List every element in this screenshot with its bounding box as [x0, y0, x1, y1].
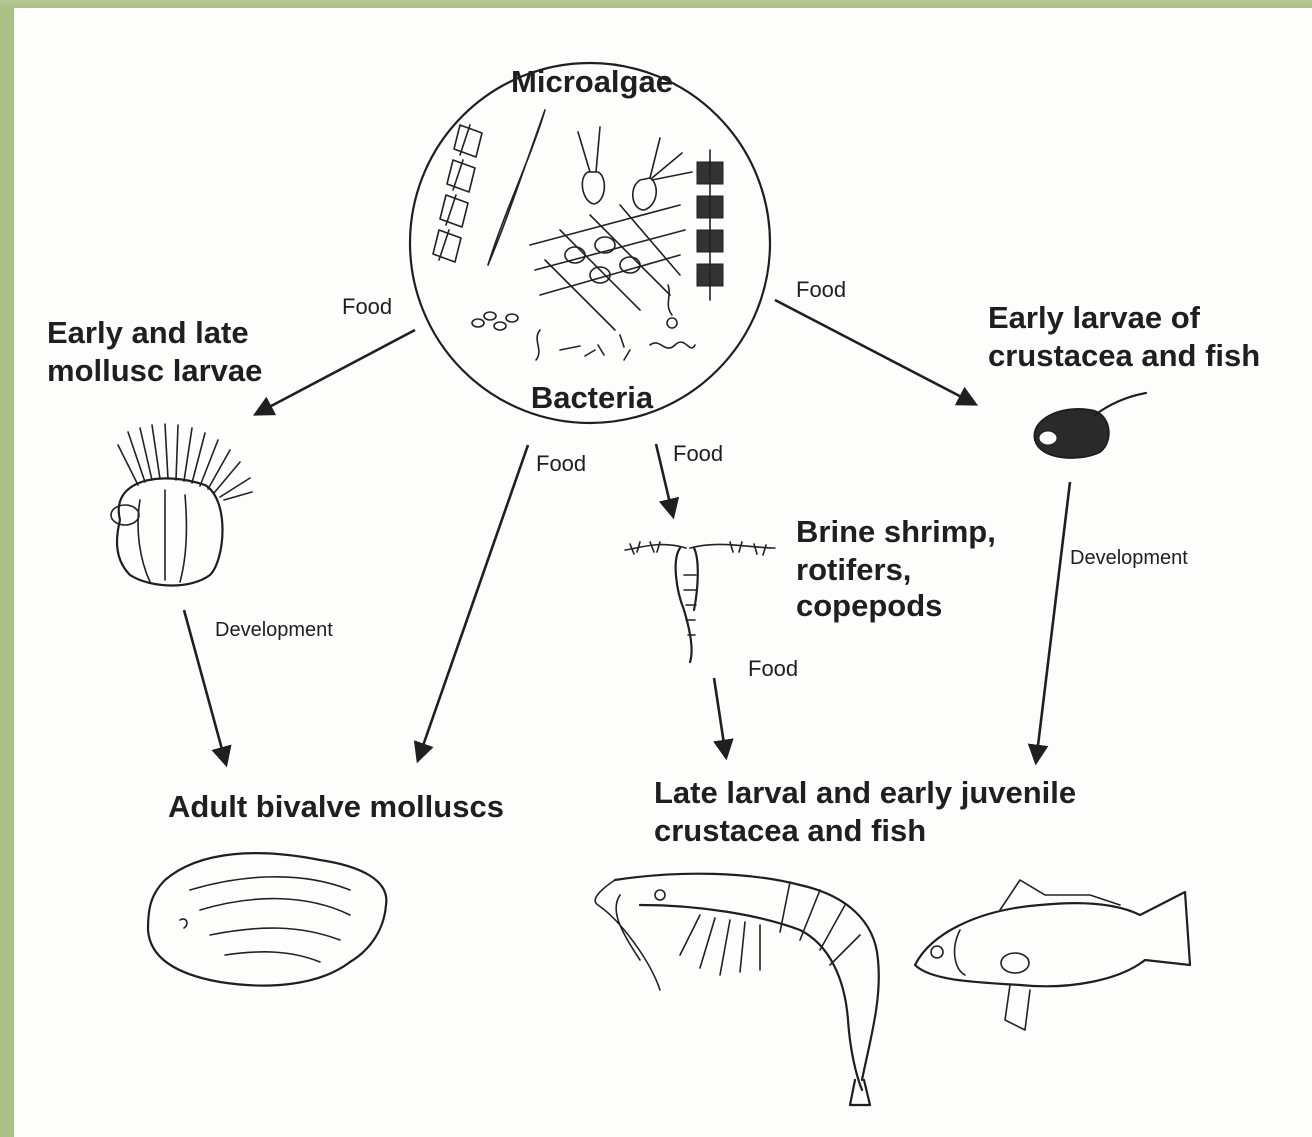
arrow-to-crustacea-larvae	[775, 300, 975, 404]
microalgae-bacteria-circle: Microalgae Bacteria	[410, 63, 770, 423]
microalgae-label: Microalgae	[511, 64, 673, 99]
oyster-illustration	[148, 853, 386, 985]
mollusc-larvae-label-line2: mollusc larvae	[47, 353, 262, 388]
bacteria-label: Bacteria	[531, 380, 654, 415]
fish-illustration	[915, 880, 1190, 1030]
development-label-crustacea: Development	[1070, 547, 1188, 569]
food-label-crustacea: Food	[796, 277, 846, 302]
crustacea-larvae-label-line2: crustacea and fish	[988, 338, 1260, 373]
food-label-juvenile: Food	[748, 656, 798, 681]
development-label-mollusc: Development	[215, 619, 333, 641]
brine-shrimp-label-line1: Brine shrimp,	[796, 514, 996, 549]
food-label-bivalve: Food	[536, 451, 586, 476]
adult-bivalve-label: Adult bivalve molluscs	[168, 789, 504, 824]
arrow-to-adult-bivalve	[418, 445, 528, 760]
brine-shrimp-illustration	[625, 542, 775, 662]
late-larval-label-line1: Late larval and early juvenile	[654, 775, 1076, 810]
arrow-crustacea-larvae-to-juvenile	[1036, 482, 1070, 762]
pennate-diatom-illustration	[488, 110, 545, 265]
crustacean-larva-illustration	[1034, 393, 1146, 458]
brine-shrimp-label-line3: copepods	[796, 588, 942, 623]
mollusc-larvae-label-line1: Early and late	[47, 315, 249, 350]
flagellate-illustration	[578, 127, 692, 210]
food-label-brine-shrimp: Food	[673, 441, 723, 466]
brine-shrimp-label-line2: rotifers,	[796, 552, 911, 587]
arrow-to-brine-shrimp	[656, 444, 673, 516]
crustacea-larvae-label-line1: Early larvae of	[988, 300, 1201, 335]
arrow-to-mollusc-larvae	[256, 330, 415, 414]
shrimp-illustration	[595, 874, 879, 1105]
arrow-shrimp-to-juvenile	[714, 678, 726, 757]
mesh-network-illustration	[530, 205, 685, 330]
bacteria-illustration	[472, 285, 695, 360]
diatom-chain-illustration	[433, 125, 482, 262]
dark-chain-illustration	[697, 150, 723, 300]
food-label-mollusc: Food	[342, 294, 392, 319]
late-larval-label-line2: crustacea and fish	[654, 813, 926, 848]
veliger-larva-illustration	[111, 424, 252, 586]
